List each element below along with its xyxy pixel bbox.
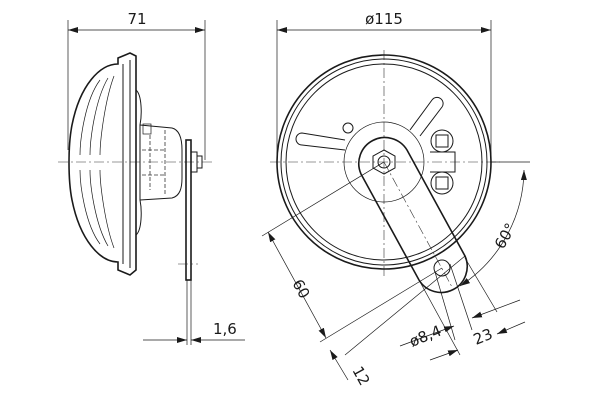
dimension-length: 60 (289, 276, 314, 301)
dimension-line-8-4 (399, 325, 455, 347)
slot-left (295, 132, 346, 151)
horn-face (285, 63, 483, 261)
terminal-bottom (430, 171, 454, 195)
front-view: ø115 60° 60 12 ø8,4 23 (261, 10, 530, 389)
screw-front (342, 122, 354, 134)
slot-right (409, 96, 444, 137)
ext-line-hole-right (449, 263, 473, 331)
dimension-line-60 (267, 231, 327, 339)
ext-line-12 (344, 255, 466, 356)
horn-housing (139, 124, 183, 201)
dimension-line-8-4-right (471, 299, 521, 319)
ext-line-60-top (261, 161, 385, 237)
bolt-side (196, 155, 203, 169)
dimension-line-12 (329, 349, 349, 381)
hidden-lines (142, 130, 166, 195)
dimension-line-23-left (429, 349, 459, 361)
horn-body-side (68, 52, 137, 276)
terminal-top (430, 129, 454, 153)
bracket-centerline (383, 161, 453, 288)
horn-back-shell (135, 89, 142, 236)
dimension-depth: 71 (127, 10, 146, 28)
screw-side (142, 123, 152, 135)
dimension-line-23-right (496, 321, 526, 335)
center-boss (343, 121, 425, 203)
dimension-angle: 60° (491, 220, 520, 252)
ext-line-23 (464, 257, 498, 313)
dimension-hole-diameter: ø8,4 (407, 322, 444, 351)
horn-grille-ribs (79, 75, 115, 249)
dimension-thickness: 1,6 (213, 320, 237, 338)
horn-rim-lines (122, 60, 131, 268)
dimension-diameter: ø115 (365, 10, 403, 28)
angle-arc (459, 169, 527, 287)
side-view: 71 1,6 (58, 10, 245, 345)
dimension-end: 12 (349, 363, 374, 388)
horn-rim-inner (280, 58, 488, 266)
dimension-width: 23 (471, 325, 495, 349)
bracket-side (185, 139, 192, 281)
terminal-block (430, 151, 456, 173)
bolt-front (377, 155, 391, 169)
nut-front (372, 149, 396, 175)
ext-line-23-left (418, 279, 461, 356)
ext-line-60-bottom (319, 267, 443, 343)
